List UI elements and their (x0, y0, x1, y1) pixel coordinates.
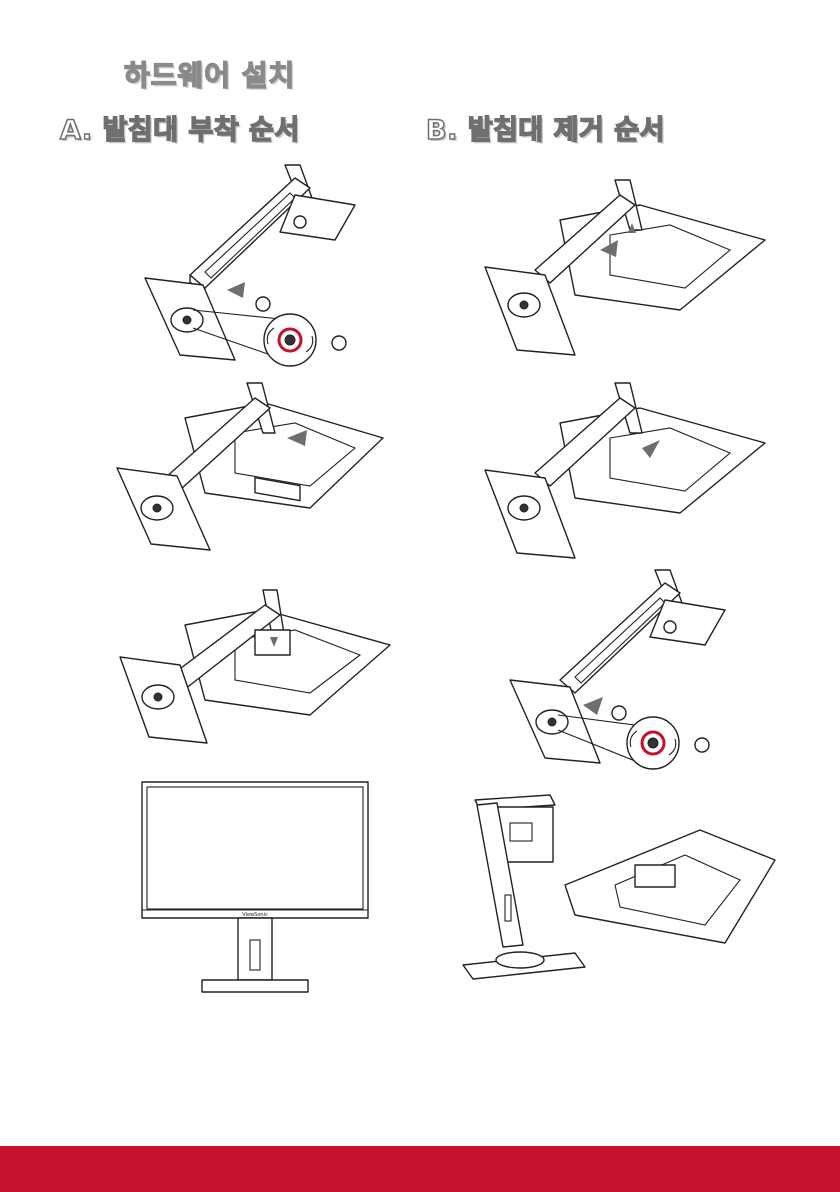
arrow-icon (227, 282, 245, 298)
step-1-marker (256, 297, 270, 311)
step-1-marker (612, 706, 626, 720)
stand-arm-illustration (190, 165, 355, 295)
monitor-front-illustration: ViewSonic (142, 782, 368, 992)
page-title: 하드웨어 설치 (124, 54, 295, 94)
figure-a1-attach-base (135, 160, 370, 375)
figure-a4-monitor-front: ViewSonic (140, 780, 370, 1000)
figure-b1-unlock (480, 175, 770, 360)
figure-b2-slide-out (480, 378, 770, 563)
step-2-marker (332, 336, 346, 350)
stand-arm-illustration (560, 570, 725, 693)
figure-b3-remove-base (505, 565, 740, 780)
figure-b4-separated (455, 785, 785, 985)
figure-a2-insert-monitor (115, 378, 395, 558)
monitor-logo: ViewSonic (242, 912, 268, 918)
step-2-marker (695, 738, 709, 752)
section-b-heading: B. 발침대 제거 순서 (426, 108, 665, 147)
section-a-heading: A. 발침대 부착 순서 (60, 108, 300, 147)
figure-a3-locked (115, 585, 395, 755)
footer-bar (0, 1146, 840, 1192)
arrow-icon (583, 697, 603, 715)
